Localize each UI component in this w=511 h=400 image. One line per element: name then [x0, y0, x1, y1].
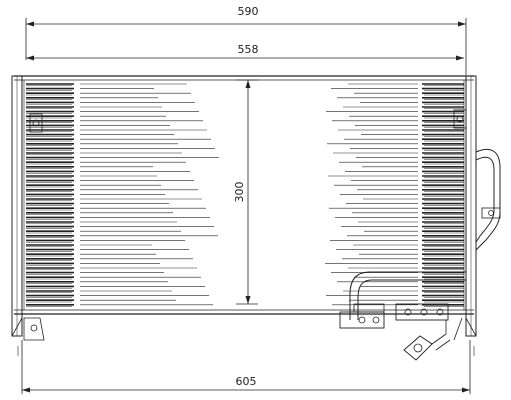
dimension-overall-width: 590 [25, 5, 467, 75]
core-height-label: 300 [233, 182, 246, 203]
core-width-label: 558 [238, 43, 259, 56]
fins-center-right [325, 83, 418, 306]
fins-right [422, 83, 464, 307]
bracket-left-upper [29, 113, 43, 133]
fins-center-left [80, 83, 219, 306]
receiver-drier-valve [403, 320, 451, 361]
fins-left [26, 83, 74, 307]
condenser-frame [11, 75, 477, 337]
bracket-right-upper [453, 109, 467, 129]
pipe-fitting-right [395, 303, 449, 321]
dimension-core-width: 558 [26, 43, 464, 61]
refrigerant-pipe-lower [349, 271, 466, 320]
bottom-width-label: 605 [236, 375, 257, 388]
dimension-core-height: 300 [233, 79, 258, 305]
overall-width-label: 590 [238, 5, 259, 18]
refrigerant-pipe-upper [475, 148, 501, 251]
dimension-bottom-width: 605 [21, 340, 471, 394]
bracket-left-lower [11, 317, 45, 341]
bracket-right-lower [453, 317, 477, 341]
pipe-fitting-left [339, 303, 385, 329]
